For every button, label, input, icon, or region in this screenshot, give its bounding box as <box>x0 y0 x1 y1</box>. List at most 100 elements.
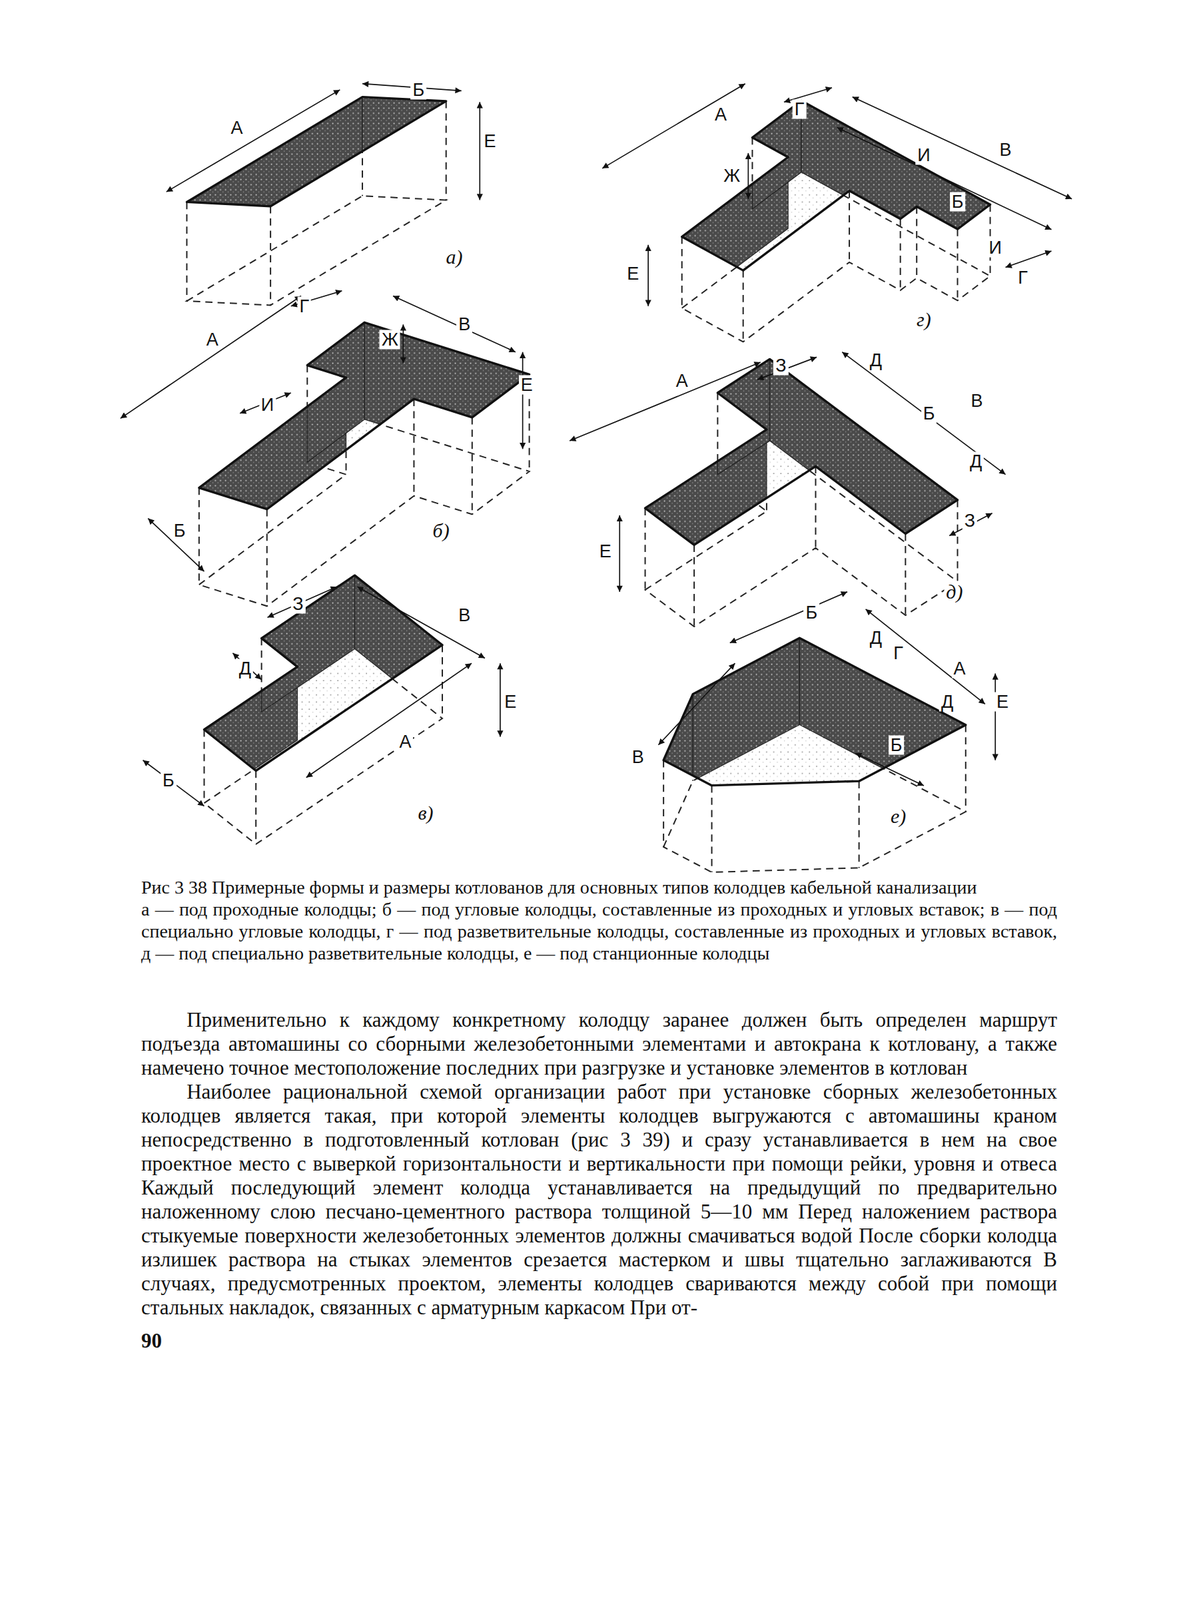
pit-rim <box>663 638 966 786</box>
pit-wall <box>355 575 443 719</box>
dimension-line <box>357 586 485 659</box>
dimension-line <box>569 362 761 441</box>
dimension-line <box>730 592 848 644</box>
dimension-label: И <box>915 145 932 165</box>
dimension-label: И <box>986 238 1004 258</box>
excavation-figure <box>186 97 446 306</box>
dimension-label: В <box>630 748 647 768</box>
dimension-label: А <box>228 117 245 138</box>
hidden-edge <box>711 785 713 873</box>
dimension-label: З <box>962 510 978 531</box>
figure-letter: б) <box>430 520 452 542</box>
dimension-line <box>522 352 524 450</box>
dimension-label: В <box>997 140 1014 160</box>
dimension-label: Е <box>518 375 535 395</box>
caption-legend: а — под проходные колодцы; б — под углов… <box>141 898 1058 965</box>
dimension-label: А <box>674 371 691 391</box>
pit-wall <box>364 322 530 472</box>
dimension-label: В <box>456 606 473 626</box>
hidden-edge <box>471 417 473 515</box>
dimension-line <box>166 89 341 192</box>
dimension-line <box>865 609 986 705</box>
hidden-edge <box>255 771 257 845</box>
hidden-edge <box>203 730 206 804</box>
pit-rim <box>204 575 443 771</box>
dimension-line <box>994 673 996 761</box>
pit-rim <box>186 97 446 207</box>
dimension-label: Е <box>994 692 1011 713</box>
dimension-line <box>784 87 832 102</box>
excavation-figure <box>663 638 966 873</box>
dimension-label: Ж <box>721 165 743 186</box>
hidden-edge <box>644 508 647 591</box>
dimension-label: Б <box>921 403 938 423</box>
dimension-line <box>392 295 516 352</box>
hidden-edge <box>412 398 415 497</box>
hidden-edge <box>198 488 200 586</box>
dimension-label: Г <box>891 643 906 663</box>
dimension-label: Б <box>888 735 905 755</box>
hidden-edge <box>185 201 188 302</box>
dimension-label: В <box>456 315 473 335</box>
dimension-line <box>1005 251 1052 268</box>
dimension-line <box>306 663 472 779</box>
dimension-line <box>837 127 1052 230</box>
excavation-figure <box>204 575 443 845</box>
dimension-line <box>478 101 481 200</box>
hidden-edge <box>693 544 695 627</box>
dimension-label: Г <box>792 99 807 120</box>
hidden-edge <box>915 206 918 278</box>
dimension-label: Д <box>967 451 984 471</box>
dimension-label: З <box>773 355 788 376</box>
dimension-line <box>232 653 262 681</box>
dimension-label: Б <box>160 771 177 791</box>
dimension-line <box>647 245 649 307</box>
hidden-edge <box>266 509 268 607</box>
hidden-bottom <box>186 195 446 306</box>
dimension-line <box>499 663 501 737</box>
dimension-label: Г <box>297 296 312 316</box>
hidden-edge <box>662 760 665 848</box>
dimension-label: Д <box>867 351 884 371</box>
dimension-label: Б <box>803 602 820 623</box>
dimension-label: Б <box>171 520 188 541</box>
excavation-figure <box>199 322 530 607</box>
hidden-edge <box>858 781 860 868</box>
hidden-edge <box>848 191 850 263</box>
excavation-figure <box>645 359 958 627</box>
figure-letter: д) <box>943 581 965 603</box>
dimension-label: Г <box>1015 267 1030 288</box>
hidden-edge <box>899 219 902 291</box>
pit-wall <box>186 97 363 302</box>
hidden-edge <box>904 534 906 617</box>
dimension-line <box>747 153 749 200</box>
dimension-label: Е <box>482 131 499 151</box>
hidden-edge <box>965 725 967 812</box>
dimension-label: Д <box>939 692 956 713</box>
page-number: 90 <box>141 1329 1058 1354</box>
dimension-label: Д <box>867 628 884 648</box>
figure-letter: г) <box>914 309 934 331</box>
dimension-line <box>147 518 204 573</box>
dimension-line <box>602 83 746 169</box>
hidden-edge <box>269 206 272 306</box>
hidden-edge <box>814 466 816 549</box>
dimension-line <box>143 760 205 807</box>
body-paragraph: Применительно к каждому конкретному коло… <box>141 1008 1058 1081</box>
hidden-edge <box>445 101 447 201</box>
pit-wall <box>692 638 800 782</box>
pit-rim <box>645 359 958 545</box>
pit-wall <box>799 638 966 812</box>
hidden-edge <box>681 237 683 309</box>
pit-wall <box>663 694 693 848</box>
dimension-label: В <box>969 391 986 411</box>
dimension-label: Е <box>624 263 641 284</box>
dimension-label: Б <box>410 79 427 100</box>
dimension-label: Д <box>237 658 254 679</box>
dimension-line <box>618 515 621 593</box>
dimension-label: А <box>396 732 413 753</box>
text-column: Рис 3 38 Примерные формы и размеры котло… <box>141 876 1058 1354</box>
pit-wall <box>261 575 356 713</box>
